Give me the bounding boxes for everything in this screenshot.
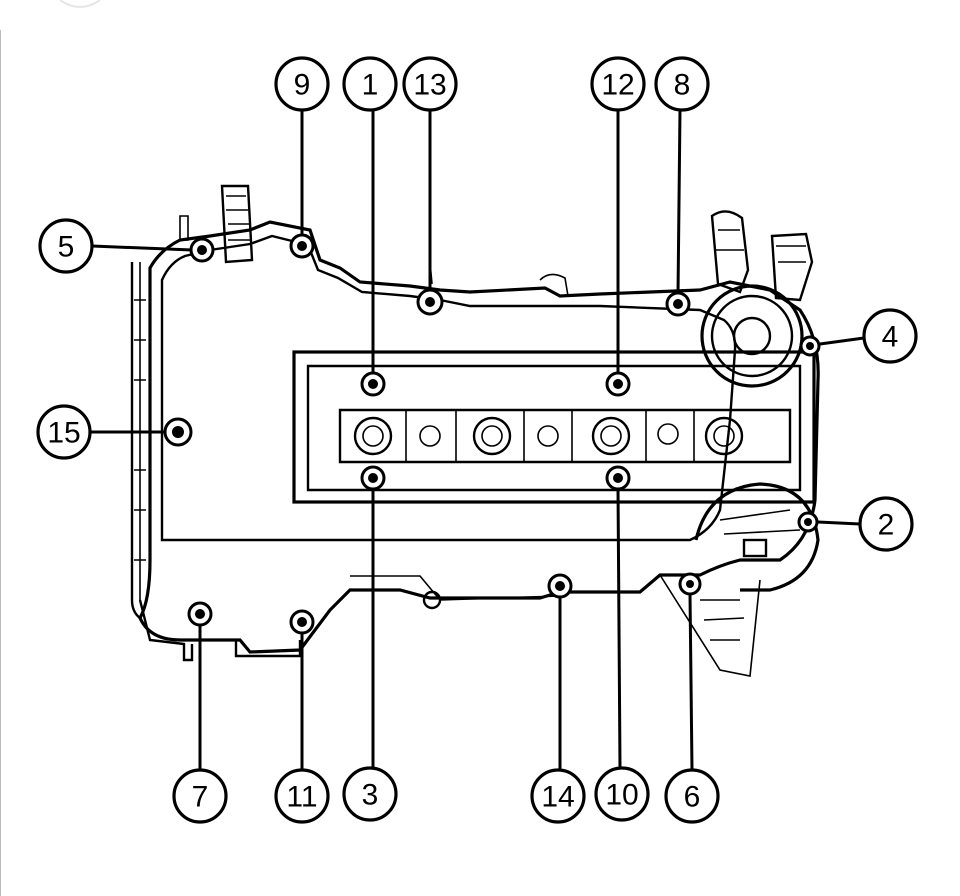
bolt-14 bbox=[547, 573, 573, 599]
callout-label: 6 bbox=[684, 781, 701, 814]
bolt-2 bbox=[797, 511, 819, 533]
callout-12: 12 bbox=[590, 56, 646, 112]
callout-15: 15 bbox=[36, 404, 92, 460]
bolts bbox=[163, 233, 821, 635]
camshaft-cover-outline bbox=[130, 184, 820, 677]
callout-label: 10 bbox=[605, 779, 638, 812]
bolt-9 bbox=[289, 233, 315, 259]
callout-label: 13 bbox=[413, 69, 446, 102]
callout-14: 14 bbox=[530, 768, 586, 824]
callout-4: 4 bbox=[862, 308, 918, 364]
callout-10: 10 bbox=[594, 766, 650, 822]
callout-label: 4 bbox=[882, 321, 899, 354]
callout-13: 13 bbox=[402, 56, 458, 112]
callout-label: 12 bbox=[601, 69, 634, 102]
callout-1: 1 bbox=[342, 56, 398, 112]
callout-label: 5 bbox=[58, 231, 75, 264]
callout-label: 2 bbox=[878, 509, 895, 542]
callout-label: 8 bbox=[674, 69, 691, 102]
callout-6: 6 bbox=[664, 768, 720, 824]
callout-label: 7 bbox=[192, 781, 209, 814]
callout-label: 15 bbox=[47, 417, 80, 450]
bolt-6 bbox=[678, 572, 702, 596]
bolt-11 bbox=[289, 609, 315, 635]
bolt-4 bbox=[799, 335, 821, 357]
callout-5: 5 bbox=[38, 218, 94, 274]
bolt-5 bbox=[189, 237, 215, 263]
bolt-12 bbox=[605, 371, 631, 397]
frame-corner bbox=[59, 0, 101, 8]
callout-label: 1 bbox=[362, 69, 379, 102]
callout-8: 8 bbox=[654, 56, 710, 112]
bolt-10 bbox=[605, 465, 631, 491]
callout-label: 14 bbox=[541, 781, 574, 814]
callout-7: 7 bbox=[172, 768, 228, 824]
callout-9: 9 bbox=[274, 56, 330, 112]
bolt-13 bbox=[416, 288, 444, 316]
bolt-7 bbox=[187, 601, 213, 627]
callout-label: 3 bbox=[362, 779, 379, 812]
bolt-1 bbox=[360, 371, 386, 397]
callout-2: 2 bbox=[858, 496, 914, 552]
bolt-3 bbox=[360, 465, 386, 491]
callout-3: 3 bbox=[342, 766, 398, 822]
callout-11: 11 bbox=[274, 768, 330, 824]
bolt-15 bbox=[163, 417, 193, 447]
callout-label: 9 bbox=[294, 69, 311, 102]
callout-label: 11 bbox=[286, 781, 317, 814]
leader-lines bbox=[90, 109, 865, 771]
bolt-8 bbox=[665, 291, 691, 317]
